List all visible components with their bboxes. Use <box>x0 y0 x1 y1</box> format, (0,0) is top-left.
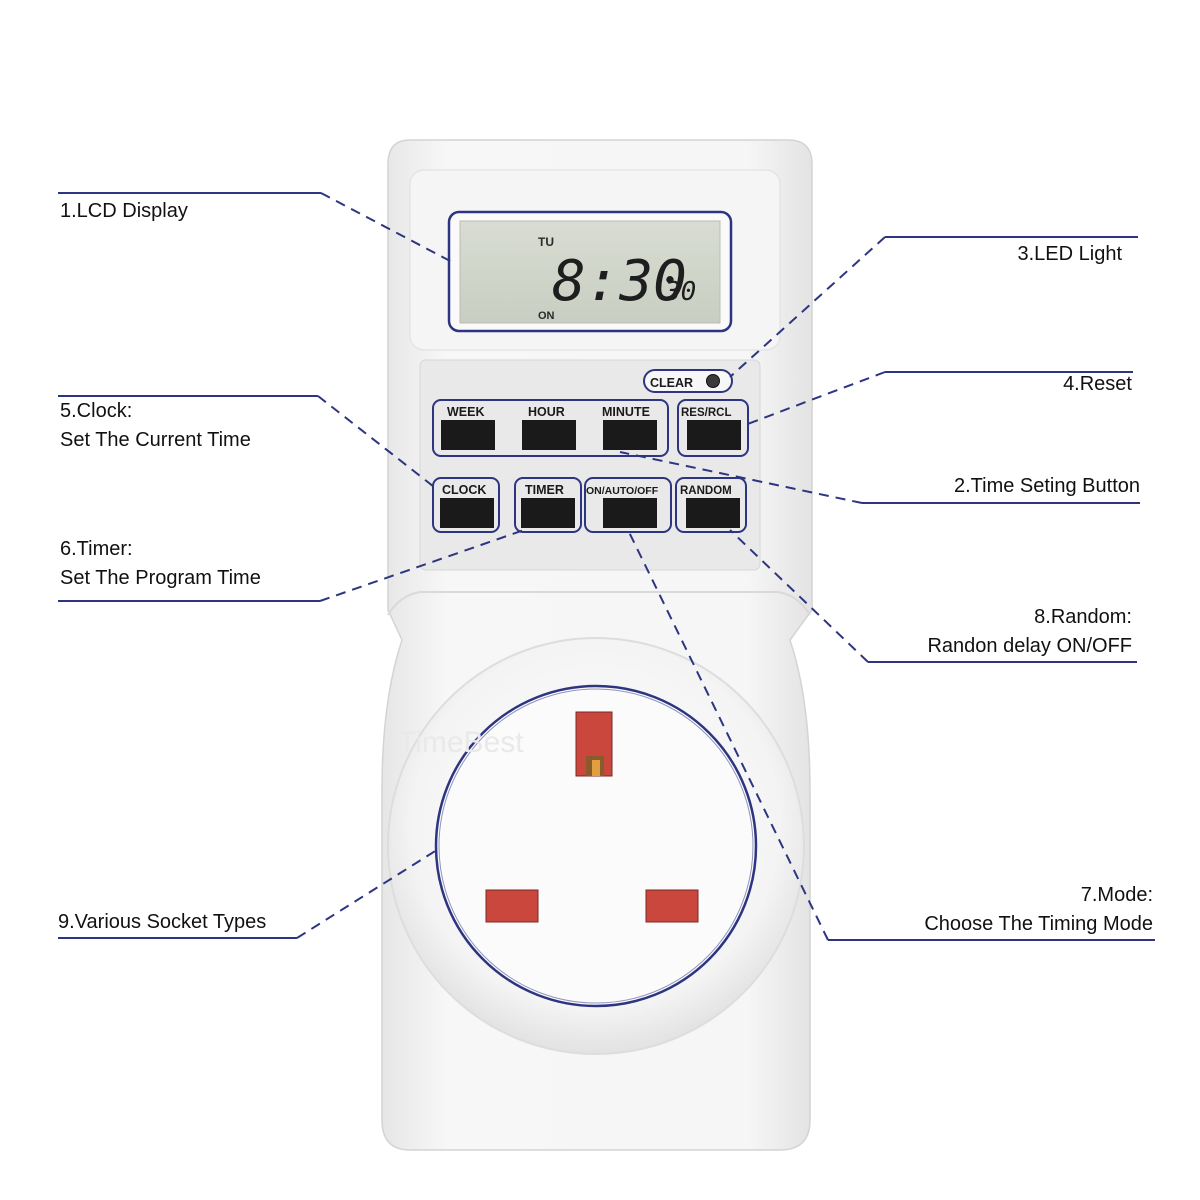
clock-button-label: CLOCK <box>442 483 486 497</box>
callout-socket-title: 9.Various Socket Types <box>58 911 267 933</box>
lcd-seconds: 30 <box>664 277 696 307</box>
lcd-day-indicator: TU <box>538 235 554 249</box>
callout-lcd-display: 1.LCD Display <box>60 197 188 226</box>
hour-button-label: HOUR <box>528 405 565 419</box>
callout-clock-title: 5.Clock: <box>60 400 133 422</box>
callout-timer: 6.Timer: Set The Program Time <box>60 535 261 593</box>
lcd-time: 8:30 <box>552 249 687 314</box>
timer-button-label: TIMER <box>525 483 564 497</box>
callout-led-light-title: 3.LED Light <box>1017 243 1122 265</box>
week-button-label: WEEK <box>447 405 485 419</box>
time-setting-buttons <box>432 399 669 457</box>
clear-button[interactable]: CLEAR <box>643 369 733 393</box>
earth-pin-slot <box>575 711 613 777</box>
callout-timer-desc: Set The Program Time <box>60 567 261 589</box>
callout-clock: 5.Clock: Set The Current Time <box>60 397 251 455</box>
mode-button[interactable]: ON/AUTO/OFF <box>584 477 672 533</box>
callout-random-desc: Randon delay ON/OFF <box>927 635 1132 657</box>
callout-socket: 9.Various Socket Types <box>58 908 266 937</box>
clock-button[interactable]: CLOCK <box>432 477 500 533</box>
hour-button[interactable]: HOUR <box>522 405 576 450</box>
minute-button-label: MINUTE <box>602 405 650 419</box>
led-light-icon <box>706 374 720 388</box>
mode-button-label: ON/AUTO/OFF <box>586 485 659 497</box>
callout-mode: 7.Mode: Choose The Timing Mode <box>924 881 1153 939</box>
reset-button-label: RES/RCL <box>681 407 731 419</box>
callout-time-setting: 2.Time Seting Button <box>954 472 1140 501</box>
callout-mode-desc: Choose The Timing Mode <box>924 913 1153 935</box>
callout-clock-desc: Set The Current Time <box>60 429 251 451</box>
clear-label: CLEAR <box>650 376 693 390</box>
callout-random: 8.Random: Randon delay ON/OFF <box>927 603 1132 661</box>
callout-random-title: 8.Random: <box>1034 606 1132 628</box>
neutral-pin-slot <box>485 889 539 923</box>
timer-button[interactable]: TIMER <box>514 477 582 533</box>
leader-lines <box>58 192 1155 941</box>
callout-timer-title: 6.Timer: <box>60 538 133 560</box>
week-button[interactable]: WEEK <box>441 405 495 450</box>
callout-lcd-display-title: 1.LCD Display <box>60 200 188 222</box>
callout-time-setting-title: 2.Time Seting Button <box>953 475 1140 497</box>
lcd-on-indicator: ON <box>538 310 555 322</box>
reset-button[interactable]: RES/RCL <box>677 399 749 457</box>
callout-mode-title: 7.Mode: <box>1080 884 1153 906</box>
random-button[interactable]: RANDOM <box>675 477 747 533</box>
socket-face: TimeBest <box>387 637 805 1055</box>
minute-button[interactable]: MINUTE <box>602 405 657 450</box>
callout-reset: 4.Reset <box>1063 370 1132 399</box>
callout-led-light: 3.LED Light <box>1017 240 1122 269</box>
live-pin-slot <box>645 889 699 923</box>
lcd-display: TU 8:30 30 ON <box>447 210 733 333</box>
callout-reset-title: 4.Reset <box>1063 373 1132 395</box>
watermark: TimeBest <box>398 726 524 759</box>
random-button-label: RANDOM <box>680 485 732 497</box>
